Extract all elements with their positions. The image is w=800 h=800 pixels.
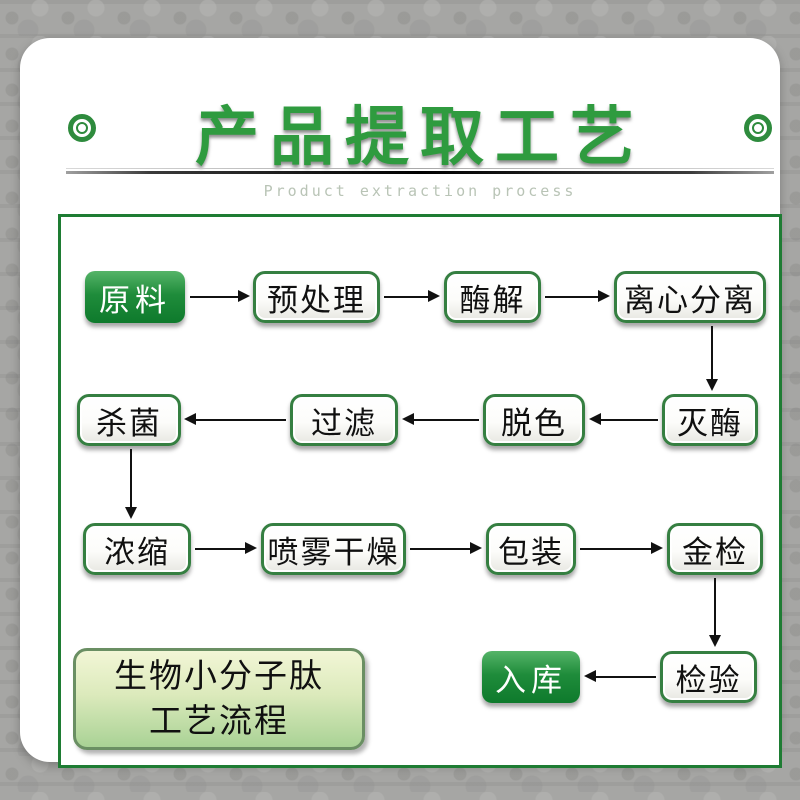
page-subtitle: Product extraction process	[263, 182, 577, 200]
arrow-packaging-to-metal	[580, 542, 663, 554]
arrow-pretreatment-to-enzymolysis	[384, 290, 440, 302]
node-raw-material: 原料	[85, 271, 185, 323]
title-divider	[66, 168, 774, 174]
arrow-metal-to-inspection	[709, 578, 721, 647]
node-concentration: 浓缩	[83, 523, 191, 575]
arrow-sterilization-to-concentration	[125, 449, 137, 519]
node-warehousing: 入库	[482, 651, 580, 703]
node-spray-drying: 喷雾干燥	[261, 523, 406, 575]
node-sterilization: 杀菌	[77, 394, 181, 446]
double-circle-inner-icon	[76, 122, 88, 134]
node-packaging: 包装	[486, 523, 576, 575]
node-enzymolysis: 酶解	[444, 271, 541, 323]
caption-line-1: 生物小分子肽	[114, 656, 324, 696]
arrow-spraydry-to-packaging	[410, 542, 482, 554]
arrow-centrifugal-to-inactivation	[706, 326, 718, 391]
double-circle-icon	[744, 114, 772, 142]
content-card: 产品提取工艺 Product extraction process 原料 预处理…	[20, 38, 782, 768]
arrow-inspection-to-warehousing	[584, 670, 656, 682]
node-inspection: 检验	[660, 651, 757, 703]
caption-line-2: 工艺流程	[149, 701, 289, 740]
node-decolorization: 脱色	[483, 394, 585, 446]
node-metal-detection: 金检	[667, 523, 763, 575]
double-circle-icon	[68, 114, 96, 142]
process-caption: 生物小分子肽 工艺流程	[73, 648, 365, 750]
node-enzyme-inactivation: 灭酶	[662, 394, 758, 446]
arrow-decolorization-to-filtration	[402, 413, 479, 425]
arrow-filtration-to-sterilization	[184, 413, 286, 425]
node-filtration: 过滤	[290, 394, 398, 446]
page-title: 产品提取工艺	[195, 101, 645, 175]
node-pretreatment: 预处理	[253, 271, 380, 323]
arrow-inactivation-to-decolorization	[589, 413, 658, 425]
arrow-raw-to-pretreatment	[190, 290, 250, 302]
double-circle-inner-icon	[752, 122, 764, 134]
node-centrifugal-separation: 离心分离	[614, 271, 766, 323]
arrow-concentration-to-spraydry	[195, 542, 257, 554]
arrow-enzymolysis-to-centrifugal	[545, 290, 610, 302]
